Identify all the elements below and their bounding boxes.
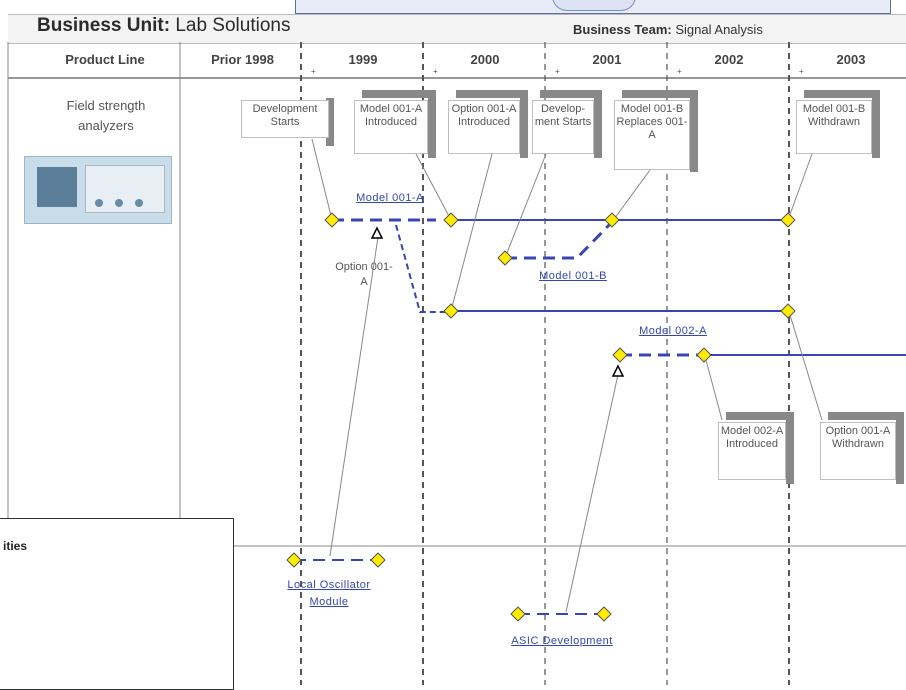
callout-connector [566, 370, 619, 612]
milestone-diamond [371, 553, 385, 567]
product-image-knob [135, 199, 143, 207]
note-shadow [622, 90, 698, 98]
milestone-diamond [287, 553, 301, 567]
callout-connector [790, 315, 822, 420]
year-tick-marker: + [433, 67, 438, 76]
legend-text: ities [3, 539, 27, 553]
note-shadow [594, 90, 602, 158]
year-tick-marker: + [799, 67, 804, 76]
milestone-diamond [781, 304, 795, 318]
column-header-2000: 2000 [440, 52, 530, 67]
milestone-diamond [597, 607, 611, 621]
callout-connector [706, 360, 722, 420]
milestone-diamond [325, 213, 339, 227]
link-model-001b[interactable]: Model 001-B [518, 268, 628, 285]
column-header-2002: 2002 [684, 52, 774, 67]
note-model-001b-replaces: Model 001-B Replaces 001-A [614, 100, 690, 170]
column-header-1999: 1999 [318, 52, 408, 67]
note-shadow [786, 412, 794, 484]
note-option-001a-withdrawn: Option 001-A Withdrawn [820, 422, 896, 480]
callout-connector [788, 154, 812, 220]
column-header-2001: 2001 [562, 52, 652, 67]
note-shadow [456, 90, 528, 98]
link-model-002a[interactable]: Model 002-A [618, 323, 728, 340]
note-model-001a-introduced: Model 001-A Introduced [354, 100, 428, 154]
note-model-002a-introduced: Model 002-A Introduced [718, 422, 786, 480]
milestone-diamond [444, 213, 458, 227]
note-development-starts-2: Develop-ment Starts [532, 100, 594, 154]
label-option-001a: Option 001-A [335, 260, 393, 290]
note-shadow [428, 90, 436, 158]
link-asic-development[interactable]: ASIC Development [510, 633, 614, 650]
product-image-knob [95, 199, 103, 207]
link-model-001a[interactable]: Model 001-A [340, 190, 440, 207]
note-shadow [540, 90, 602, 98]
milestone-diamond [498, 251, 512, 265]
column-header-prior-1998: Prior 1998 [190, 52, 295, 67]
product-image-screen [37, 167, 77, 207]
product-image [24, 156, 172, 224]
year-tick-marker: + [677, 67, 682, 76]
note-model-001b-withdrawn: Model 001-B Withdrawn [796, 100, 872, 154]
milestone-diamond [613, 348, 627, 362]
callout-connector [416, 154, 451, 220]
note-shadow [828, 412, 904, 420]
legend-box: ities [0, 518, 234, 690]
track-model-001b-development [505, 222, 612, 258]
link-local-oscillator-module[interactable]: Local Oscillator Module [274, 577, 384, 611]
milestone-diamond [781, 213, 795, 227]
milestone-diamond [511, 607, 525, 621]
year-tick-marker: + [311, 67, 316, 76]
product-line-name: Field strength analyzers [56, 96, 156, 136]
product-image-knob [115, 199, 123, 207]
column-header-2003: 2003 [806, 52, 896, 67]
note-development-starts-1: Development Starts [241, 100, 329, 138]
note-shadow [726, 412, 794, 420]
note-shadow [690, 90, 698, 172]
note-shadow [896, 412, 904, 484]
note-shadow [520, 90, 528, 158]
milestone-diamond [444, 304, 458, 318]
column-header-product-line: Product Line [30, 52, 180, 67]
note-shadow [872, 90, 880, 158]
callout-connector [312, 139, 332, 220]
option-marker-triangle [372, 228, 382, 238]
milestone-diamond [697, 348, 711, 362]
callout-connector [612, 170, 650, 222]
note-shadow [804, 90, 880, 98]
note-option-001a-introduced: Option 001-A Introduced [448, 100, 520, 154]
callout-connector [505, 154, 546, 258]
year-tick-marker: + [555, 67, 560, 76]
callout-connector [451, 154, 492, 311]
note-shadow [362, 90, 436, 98]
asic-marker-triangle [613, 366, 623, 376]
